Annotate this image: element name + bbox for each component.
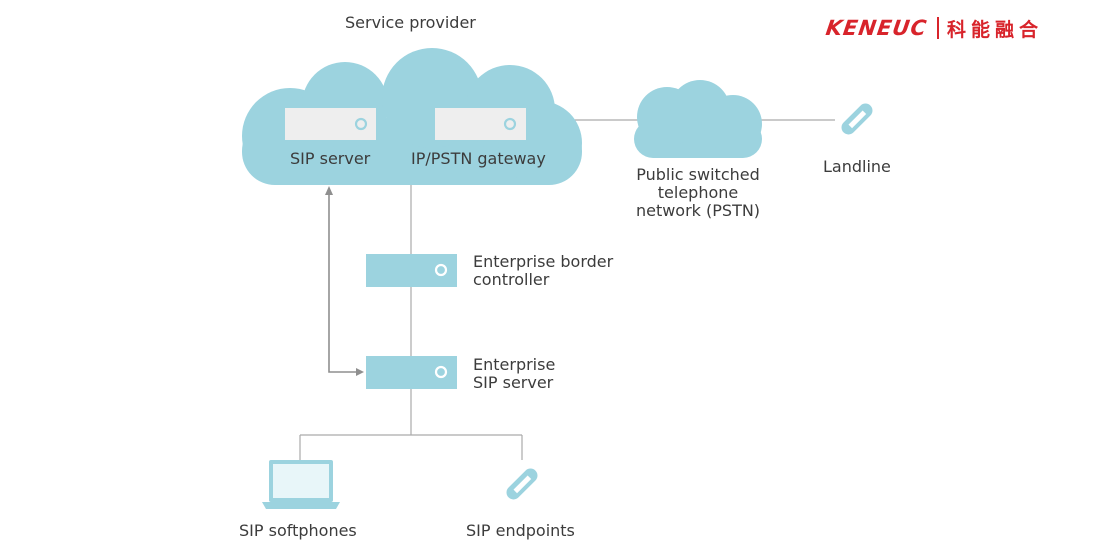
landline-phone-handset-icon xyxy=(841,103,873,135)
pstn-label: Public switched telephone network (PSTN) xyxy=(618,166,778,220)
diagram-title: Service provider xyxy=(345,13,476,32)
ebc-label-line-1: Enterprise border xyxy=(473,252,614,271)
ebc-server-box xyxy=(366,254,457,287)
gateway-box xyxy=(435,108,526,140)
signaling-arrow xyxy=(328,189,364,376)
logo-separator xyxy=(937,17,940,39)
softphones-label: SIP softphones xyxy=(239,521,357,540)
pstn-label-line-3: network (PSTN) xyxy=(635,201,761,220)
landline-label: Landline xyxy=(823,157,891,176)
gateway-label: IP/PSTN gateway xyxy=(411,149,546,168)
endpoints-label: SIP endpoints xyxy=(466,521,575,540)
server-led-icon xyxy=(434,263,448,277)
logo-latin-text: KENEUC xyxy=(824,16,929,40)
brand-logo: KENEUC 科能融合 xyxy=(824,14,1044,42)
server-led-icon xyxy=(354,117,368,131)
ebc-label-line-2: controller xyxy=(473,270,550,289)
signaling-arrow-head-up xyxy=(325,186,333,195)
enterprise-sip-label-line-2: SIP server xyxy=(473,373,554,392)
endpoint-phone-handset-icon xyxy=(506,468,538,500)
enterprise-sip-server-box xyxy=(366,356,457,389)
connector-lines xyxy=(299,119,835,460)
logo-cjk-text: 科能融合 xyxy=(947,18,1044,41)
laptop-icon xyxy=(262,460,340,509)
server-led-icon xyxy=(434,365,448,379)
pstn-label-line-1: Public switched xyxy=(636,165,760,184)
server-led-icon xyxy=(503,117,517,131)
sip-server-label: SIP server xyxy=(290,149,371,168)
ebc-label: Enterprise border controller xyxy=(473,253,613,289)
enterprise-sip-label-line-1: Enterprise xyxy=(473,355,556,374)
enterprise-sip-label: Enterprise SIP server xyxy=(473,356,555,392)
pstn-cloud-icon xyxy=(634,80,762,158)
pstn-label-line-2: telephone xyxy=(657,183,739,202)
sip-server-box xyxy=(285,108,376,140)
